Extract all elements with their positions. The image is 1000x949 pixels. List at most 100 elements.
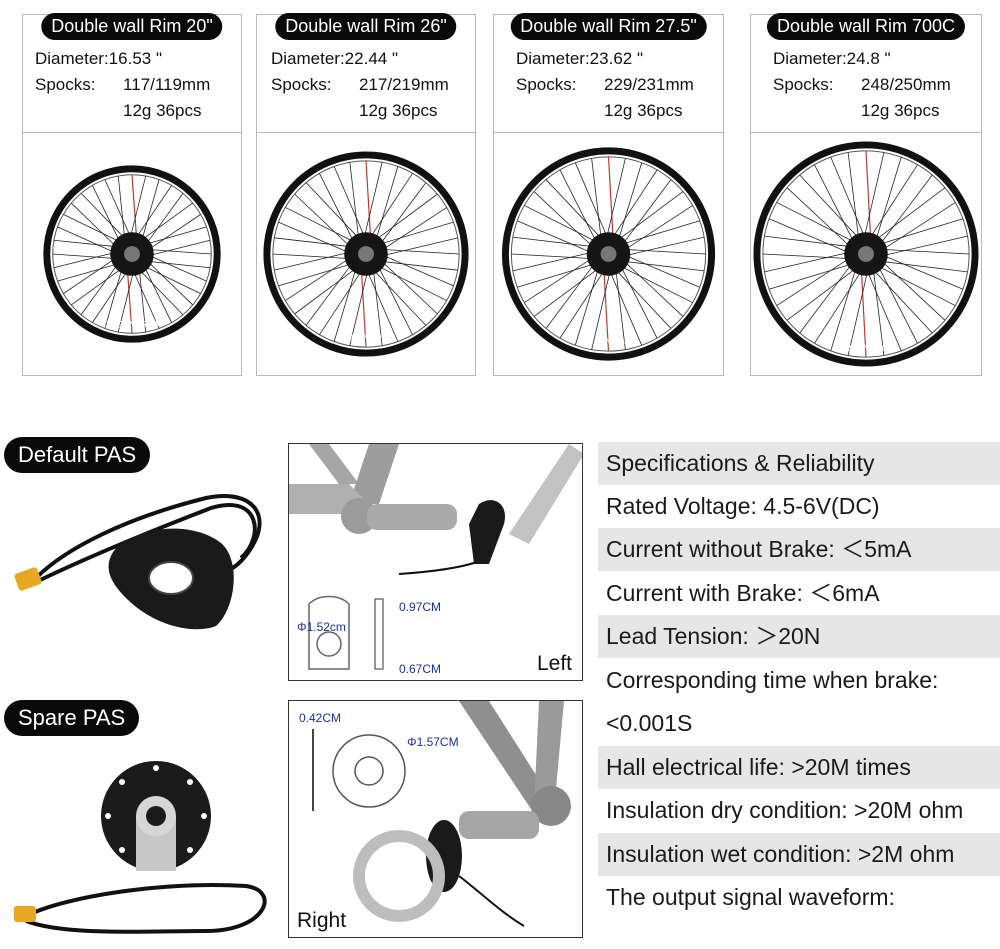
spoke [365,267,399,342]
spoke [872,187,946,243]
spoke [603,267,610,352]
spoke [545,260,597,329]
spoke [274,237,355,248]
spoke [379,237,458,257]
spoke [879,248,970,255]
spoke [63,256,119,294]
spoke [879,202,956,252]
spoke [131,174,138,242]
rim-title: Double wall Rim 27.5" [510,13,707,40]
spoke [830,156,867,241]
spoke [524,205,600,244]
spoke [57,262,122,282]
spoke [610,169,658,241]
spoke [865,267,902,352]
spoke [617,264,693,303]
spec-row: Rated Voltage: 4.5-6V(DC) [606,493,880,519]
spec-row: Hall electrical life: >20M times [598,746,1000,789]
spoke [145,248,212,255]
spoke [333,166,367,241]
rim-title: Double wall Rim 26" [275,13,457,40]
spare-pas-label: Spare PAS [4,700,140,736]
spoke [847,152,860,243]
spoke [63,214,124,244]
spec-row: Corresponding time when brake: [606,667,939,693]
spoke [274,251,353,271]
spoke [605,158,626,241]
rim-spokes-size: 217/219mm [359,75,449,94]
spoke [145,239,211,257]
spoke [80,192,128,242]
right-thickness-dimension: 0.42CM [299,711,342,725]
spoke [814,164,856,246]
spoke [615,191,684,243]
spoke [879,253,964,290]
rim-spokes-label: Spocks: [35,75,96,94]
spec-row: Insulation wet condition: >2M ohm [598,833,1000,876]
spoke [142,262,172,323]
default-pas-label: Default PAS [4,437,151,473]
spoke [285,256,353,301]
spoke [764,251,853,273]
spoke [776,256,853,306]
rim-diameter: Diameter:22.44 " [271,49,398,68]
spoke [517,262,598,288]
spoke [533,191,596,250]
spoke [138,265,147,333]
spoke [136,266,184,316]
spoke [379,248,460,255]
rim-card-700c: Double wall Rim 700C Diameter:24.8 " Spo… [750,13,982,376]
rim [501,147,716,361]
spare-pas-sensor-image [14,761,267,934]
spoke [768,262,856,290]
spoke [868,164,918,241]
rim-spokes-count: 12g 36pcs [861,101,940,120]
spoke [142,226,207,246]
spec-row: Current with Brake: ＜6mA [606,580,880,606]
default-pas-sensor-image [14,494,262,630]
spoke [524,256,596,303]
right-install-diagram: 0.42CM Φ1.57CM Right [288,700,583,938]
spoke [363,162,383,241]
rim-diameter: Diameter:23.62 " [516,49,643,68]
spoke [71,265,126,306]
spoke [305,182,362,242]
spoke [574,162,609,241]
spoke [57,226,119,255]
spec-row: The output signal waveform: [606,884,895,910]
spoke [830,264,858,352]
wheel-image: GREENERGY [23,133,241,375]
spoke [377,260,458,271]
rim-spokes-count: 12g 36pcs [123,101,202,120]
spec-row: <0.001S [606,710,693,736]
spoke [372,265,383,346]
spoke [786,265,860,321]
rim-diameter: Diameter:16.53 " [35,49,162,68]
spoke [117,267,135,333]
spoke [621,258,684,317]
spoke [319,173,356,246]
spoke [92,267,130,323]
spoke [545,179,605,242]
axle [858,246,874,262]
spoke [591,267,612,350]
spoke [52,253,119,260]
spoke [872,265,885,356]
spoke [863,152,885,241]
spoke [319,267,364,335]
rim [263,151,469,357]
wheel-image: GREENERGY [257,133,475,375]
spoke [799,174,862,242]
spoke [618,262,658,339]
right-diameter-dimension: Φ1.57CM [407,735,459,749]
spec-row: Specifications & Reliability [598,442,1000,485]
spoke [877,174,933,248]
spoke [874,156,902,244]
spoke [612,266,672,329]
spoke [879,235,968,257]
spoke [814,267,864,344]
spec-row: Current without Brake: ＜5mA [598,528,1000,571]
rim-brand-decal: GREENERGY [338,333,396,343]
spoke [374,166,399,244]
spoke [126,266,133,334]
